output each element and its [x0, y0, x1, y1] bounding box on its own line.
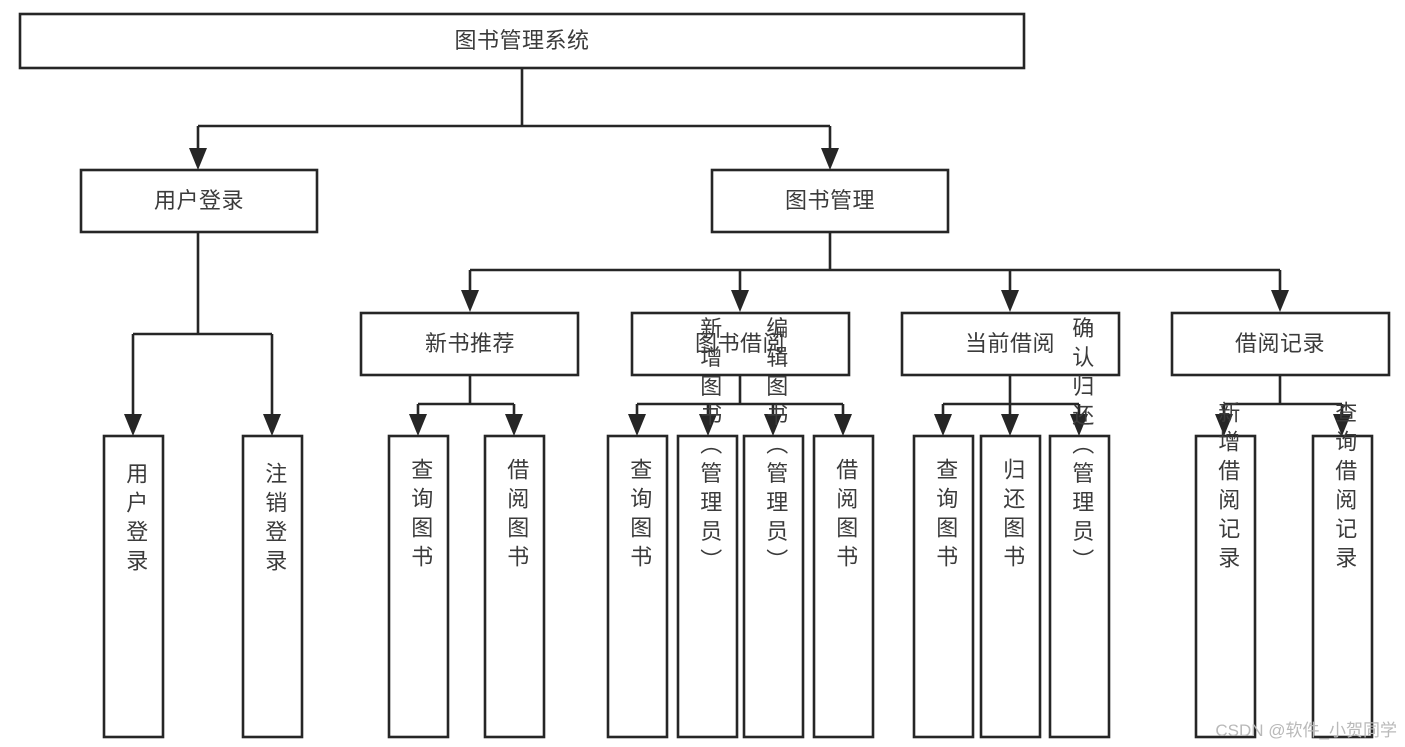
node-current-borrow-box[interactable]	[900, 311, 1121, 377]
csdn-watermark: CSDN @软件_小贺同学	[1215, 721, 1397, 740]
node-new-book-recommend-box[interactable]	[359, 311, 580, 377]
leaf-book-borrow-query-label: 查询图书	[627, 458, 652, 574]
node-book-borrow-label: 图书借阅	[695, 331, 785, 356]
arrow-leaf-user-login-1	[124, 414, 142, 436]
leaf-book-borrow-query[interactable]: 查询图书	[606, 434, 669, 739]
arrow-to-book-mgmt	[821, 148, 839, 170]
leaf-new-book-query-label: 查询图书	[408, 458, 433, 574]
leaf-book-borrow-borrow[interactable]: 借阅图书	[812, 434, 875, 739]
arrow-to-book-borrow	[731, 290, 749, 312]
leaf-current-borrow-return-box[interactable]	[979, 434, 1042, 739]
leaf-current-borrow-return[interactable]: 归还图书	[979, 434, 1042, 739]
leaf-new-book-query[interactable]: 查询图书	[387, 434, 450, 739]
leaf-book-borrow-borrow-box[interactable]	[812, 434, 875, 739]
leaf-new-book-borrow-box[interactable]	[483, 434, 546, 739]
arrow-to-borrow-record	[1271, 290, 1289, 312]
connectors-group	[124, 68, 1351, 436]
leaf-new-book-borrow-label: 借阅图书	[504, 458, 529, 574]
leaf-new-book-query-box[interactable]	[387, 434, 450, 739]
arrow-leaf-borrow-record-2	[1333, 414, 1351, 436]
node-user-login-label: 用户登录	[154, 188, 244, 213]
leaf-borrow-record-query[interactable]: 查询借阅记录	[1311, 401, 1374, 739]
leaf-borrow-record-add[interactable]: 新增借阅记录	[1194, 401, 1257, 739]
leaf-current-borrow-confirm-box[interactable]	[1048, 434, 1111, 739]
arrow-leaf-book-borrow-3	[764, 414, 782, 436]
node-new-book-recommend-label: 新书推荐	[425, 331, 515, 356]
leaf-borrow-record-query-box[interactable]	[1311, 434, 1374, 739]
leaf-current-borrow-confirm-label: 确认归还（管理员）	[1069, 317, 1094, 578]
arrow-to-current-borrow	[1001, 290, 1019, 312]
leaf-user-login-login-box[interactable]	[102, 434, 165, 739]
leaf-user-login-login[interactable]: 用户登录	[102, 434, 165, 739]
leaf-book-borrow-edit-box[interactable]	[742, 434, 805, 739]
node-borrow-record-box[interactable]	[1170, 311, 1391, 377]
leaf-book-borrow-edit[interactable]: 编辑图书（管理员）	[742, 317, 805, 739]
leaf-new-book-borrow[interactable]: 借阅图书	[483, 434, 546, 739]
node-book-management-box[interactable]	[710, 168, 950, 234]
leaf-book-borrow-add-label: 新增图书（管理员）	[697, 317, 722, 578]
leaf-borrow-record-add-box[interactable]	[1194, 434, 1257, 739]
arrow-leaf-book-borrow-2	[699, 414, 717, 436]
arrow-leaf-user-login-2	[263, 414, 281, 436]
arrow-to-user-login	[189, 148, 207, 170]
arrow-leaf-current-borrow-1	[934, 414, 952, 436]
node-user-login[interactable]: 用户登录	[79, 168, 319, 234]
arrow-leaf-new-book-1	[409, 414, 427, 436]
arrow-leaf-new-book-2	[505, 414, 523, 436]
leaf-current-borrow-query-label: 查询图书	[933, 458, 958, 574]
leaf-book-borrow-borrow-label: 借阅图书	[833, 458, 858, 574]
arrow-to-new-book	[461, 290, 479, 312]
node-book-borrow[interactable]: 图书借阅	[630, 311, 851, 377]
node-root[interactable]: 图书管理系统	[18, 12, 1026, 70]
node-current-borrow[interactable]: 当前借阅	[900, 311, 1121, 377]
leaf-current-borrow-query[interactable]: 查询图书	[912, 434, 975, 739]
node-book-management[interactable]: 图书管理	[710, 168, 950, 234]
node-current-borrow-label: 当前借阅	[965, 331, 1055, 356]
arrow-leaf-borrow-record-1	[1215, 414, 1233, 436]
leaf-current-borrow-confirm[interactable]: 确认归还（管理员）	[1048, 317, 1111, 739]
leaf-user-login-logout[interactable]: 注销登录	[241, 434, 304, 739]
leaf-current-borrow-return-label: 归还图书	[1000, 458, 1025, 574]
arrow-leaf-book-borrow-1	[628, 414, 646, 436]
leaf-user-login-login-label: 用户登录	[123, 462, 148, 578]
leaf-book-borrow-add[interactable]: 新增图书（管理员）	[676, 317, 739, 739]
node-root-box[interactable]	[18, 12, 1026, 70]
leaf-user-login-logout-box[interactable]	[241, 434, 304, 739]
leaf-borrow-record-query-label: 查询借阅记录	[1332, 401, 1357, 575]
node-root-label: 图书管理系统	[454, 28, 589, 53]
node-book-borrow-box[interactable]	[630, 311, 851, 377]
leaf-user-login-logout-label: 注销登录	[262, 462, 287, 578]
arrow-leaf-book-borrow-4	[834, 414, 852, 436]
leaf-book-borrow-query-box[interactable]	[606, 434, 669, 739]
node-borrow-record[interactable]: 借阅记录	[1170, 311, 1391, 377]
arrow-leaf-current-borrow-3	[1070, 414, 1088, 436]
node-book-management-label: 图书管理	[785, 188, 875, 213]
node-new-book-recommend[interactable]: 新书推荐	[359, 311, 580, 377]
leaf-current-borrow-query-box[interactable]	[912, 434, 975, 739]
leaf-borrow-record-add-label: 新增借阅记录	[1215, 401, 1240, 575]
leaf-book-borrow-add-box[interactable]	[676, 434, 739, 739]
node-user-login-box[interactable]	[79, 168, 319, 234]
arrow-leaf-current-borrow-2	[1001, 414, 1019, 436]
node-borrow-record-label: 借阅记录	[1235, 331, 1325, 356]
leaf-book-borrow-edit-label: 编辑图书（管理员）	[763, 317, 788, 578]
